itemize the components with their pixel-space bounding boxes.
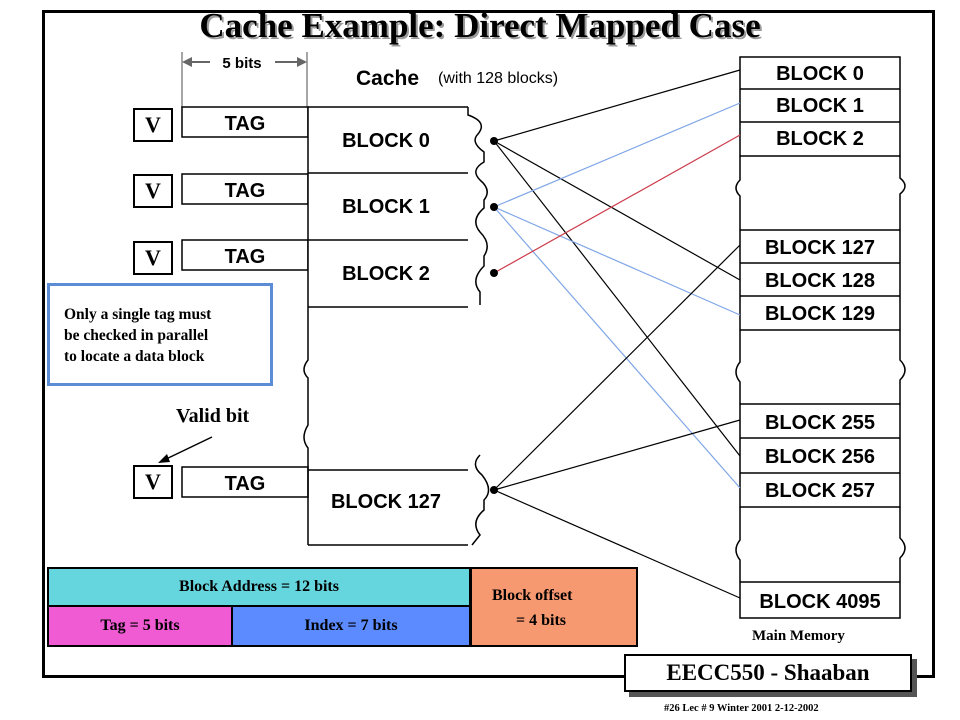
main-memory-label: Main Memory [752, 628, 845, 644]
memory-block-255: BLOCK 255 [765, 412, 875, 434]
memory-block-2: BLOCK 2 [776, 128, 864, 150]
mapping-lines [490, 69, 741, 599]
slide-title: Cache Example: Direct Mapped Case [199, 6, 761, 45]
map-line-1-1 [493, 102, 741, 208]
map-line-0-128 [493, 140, 741, 281]
tag-width-marker: 5 bits [181, 52, 308, 108]
note-line-2: be checked in parallel [64, 327, 209, 344]
tag-cell [181, 466, 309, 498]
cache-block-127: BLOCK 127 [331, 491, 441, 513]
valid-bit-arrow [158, 436, 213, 463]
memory-block-256: BLOCK 256 [765, 446, 875, 468]
cache-tag-column: TAG TAG TAG TAG [181, 106, 309, 498]
note-box: Only a single tag must be checked in par… [47, 283, 273, 386]
tag-label: TAG [225, 246, 266, 268]
memory-block-127: BLOCK 127 [765, 237, 875, 259]
valid-bit-box: V [133, 174, 173, 208]
map-line-0-256 [493, 140, 741, 457]
map-node [490, 137, 498, 145]
slide-footer: #26 Lec # 9 Winter 2001 2-12-2002 [664, 703, 819, 714]
map-line-127-4095 [493, 489, 741, 599]
block-offset-line-1: Block offset [492, 587, 573, 604]
tag-width-label: 5 bits [222, 55, 261, 72]
map-line-1-257 [493, 206, 741, 489]
block-address-field: Block Address = 12 bits [47, 567, 471, 607]
cache-block-column: BLOCK 0 BLOCK 1 BLOCK 2 BLOCK 127 [303, 106, 490, 546]
cache-heading-sub: (with 128 blocks) [438, 70, 558, 87]
memory-block-129: BLOCK 129 [765, 303, 875, 325]
map-node [490, 486, 498, 494]
cache-heading: Cache [356, 67, 419, 90]
map-line-127-255 [493, 419, 741, 491]
note-line-1: Only a single tag must [64, 306, 212, 323]
memory-block-1: BLOCK 1 [776, 95, 864, 117]
map-node [490, 269, 498, 277]
memory-block-4095: BLOCK 4095 [759, 591, 880, 613]
memory-block-257: BLOCK 257 [765, 480, 875, 502]
main-memory-column: BLOCK 0 BLOCK 1 BLOCK 2 BLOCK 127 BLOCK … [735, 56, 906, 619]
tag-field: Tag = 5 bits [47, 607, 233, 647]
course-badge: EECC550 - Shaaban [624, 654, 912, 692]
tag-cell [181, 239, 309, 271]
tag-label: TAG [225, 473, 266, 495]
valid-bit-label: Valid bit [176, 405, 250, 427]
tag-label: TAG [225, 113, 266, 135]
map-line-2-2 [493, 134, 741, 274]
block-offset-field: Block offset = 4 bits [470, 567, 638, 647]
map-line-127-127 [493, 244, 741, 491]
memory-block-128: BLOCK 128 [765, 270, 875, 292]
map-node [490, 203, 498, 211]
valid-bit-box: V [133, 465, 173, 499]
valid-bit-box: V [133, 108, 173, 142]
memory-block-0: BLOCK 0 [776, 63, 864, 85]
block-offset-line-2: = 4 bits [516, 612, 567, 629]
tag-label: TAG [225, 180, 266, 202]
valid-bit-box: V [133, 241, 173, 275]
cache-block-1: BLOCK 1 [342, 196, 430, 218]
cache-block-2: BLOCK 2 [342, 263, 430, 285]
map-line-1-129 [493, 206, 741, 316]
index-field: Index = 7 bits [231, 607, 471, 647]
slide-frame [42, 10, 935, 678]
note-line-3: to locate a data block [64, 348, 205, 365]
map-line-0-0 [493, 69, 741, 142]
cache-block-0: BLOCK 0 [342, 130, 430, 152]
tag-cell [181, 106, 309, 138]
